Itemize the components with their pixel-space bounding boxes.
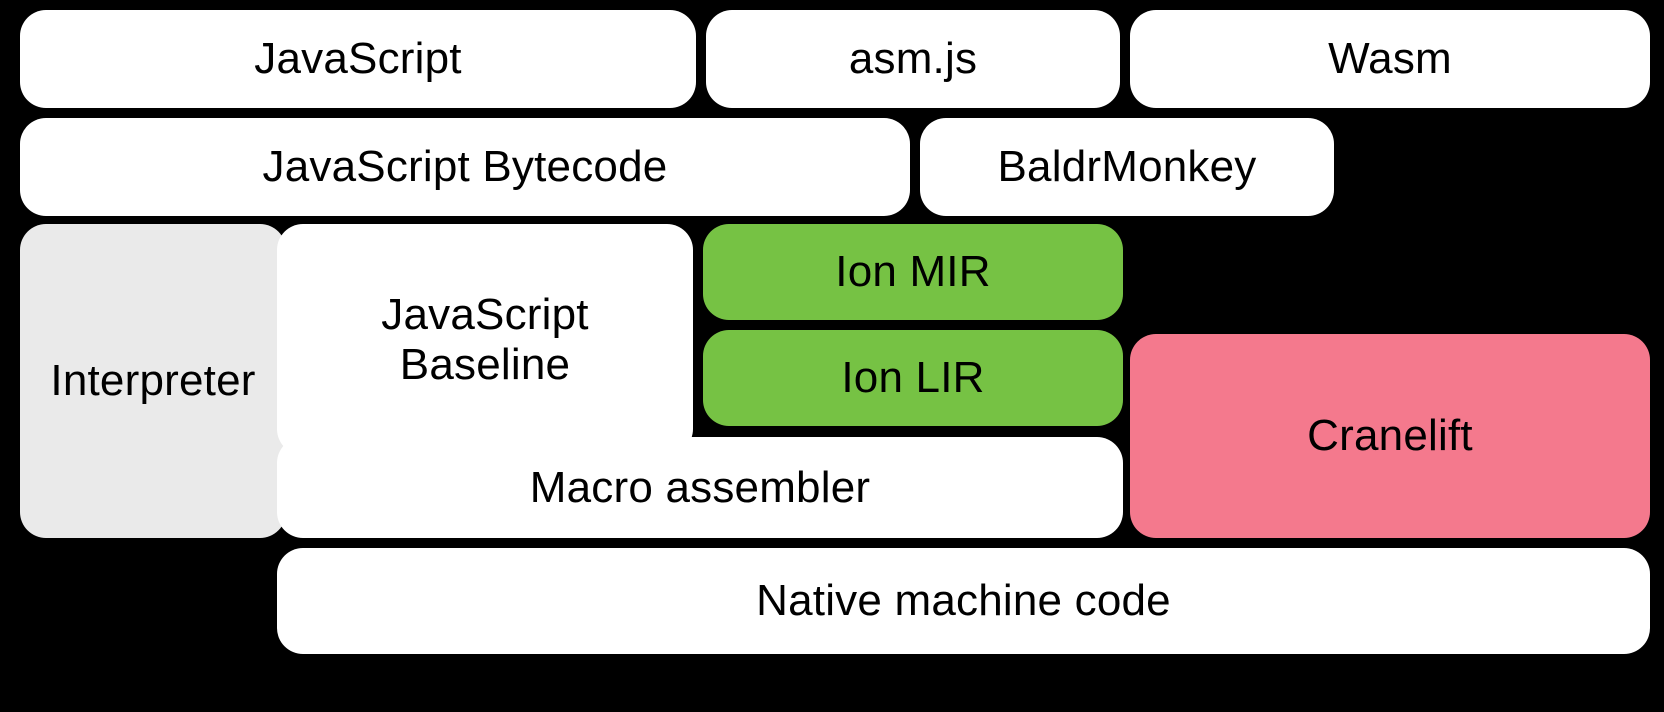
node-native-machine-code[interactable]: Native machine code: [277, 548, 1650, 654]
node-baldrmonkey[interactable]: BaldrMonkey: [920, 118, 1334, 216]
node-wasm[interactable]: Wasm: [1130, 10, 1650, 108]
node-javascript-baseline[interactable]: JavaScript Baseline: [277, 224, 693, 455]
node-interpreter[interactable]: Interpreter: [20, 224, 286, 538]
node-ion-lir[interactable]: Ion LIR: [703, 330, 1123, 426]
node-javascript[interactable]: JavaScript: [20, 10, 696, 108]
node-cranelift[interactable]: Cranelift: [1130, 334, 1650, 538]
node-asm-js[interactable]: asm.js: [706, 10, 1120, 108]
node-macro-assembler[interactable]: Macro assembler: [277, 437, 1123, 538]
node-ion-mir[interactable]: Ion MIR: [703, 224, 1123, 320]
node-javascript-bytecode[interactable]: JavaScript Bytecode: [20, 118, 910, 216]
